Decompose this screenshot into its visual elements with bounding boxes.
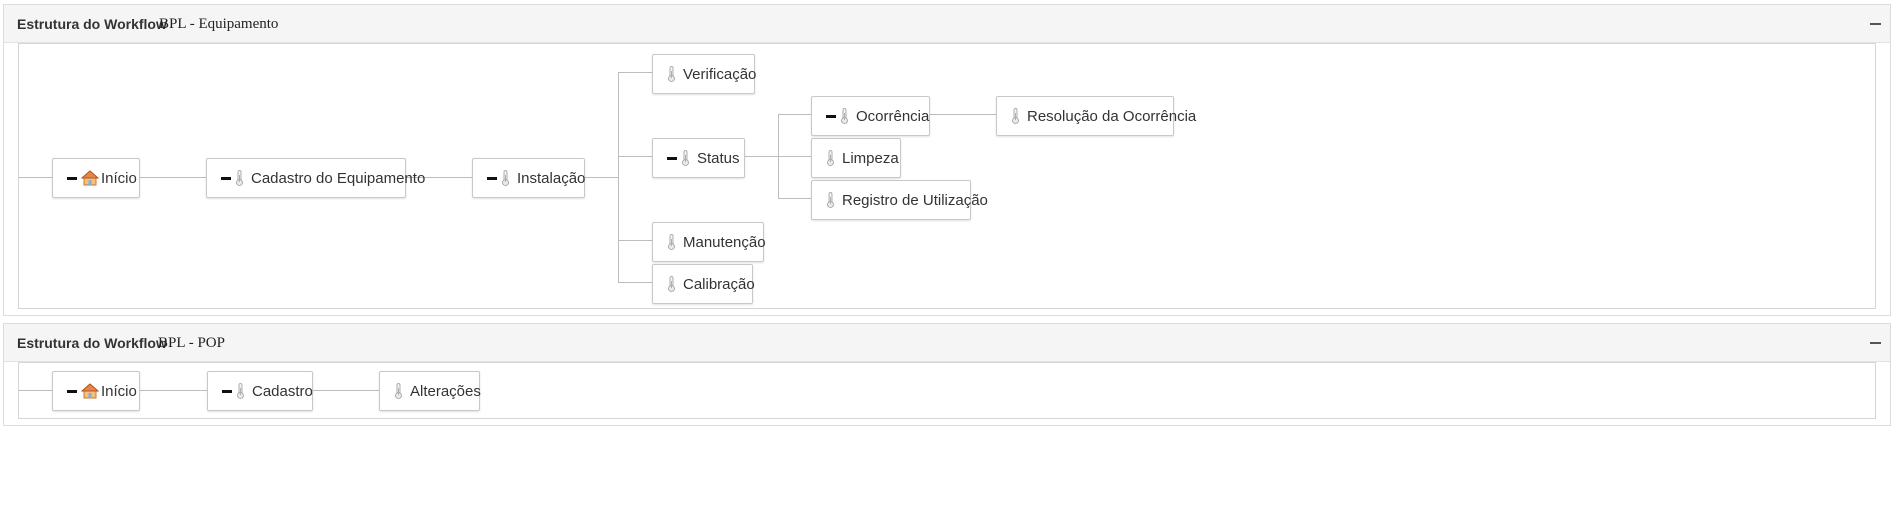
panel-title: Estrutura do Workflow	[17, 335, 167, 351]
collapse-node-icon[interactable]	[221, 176, 231, 180]
node-label: Início	[101, 382, 137, 400]
node-label: Início	[101, 169, 137, 187]
thermometer-icon	[501, 170, 510, 186]
tree-node-registro-utilizacao[interactable]: Registro de Utilização	[811, 180, 988, 220]
minus-icon[interactable]	[1870, 23, 1881, 25]
thermometer-icon	[394, 383, 403, 399]
tree-node-manutencao[interactable]: Manutenção	[652, 222, 766, 262]
node-label: Cadastro do Equipamento	[251, 169, 426, 187]
tree-node-resolucao-ocorrencia[interactable]: Resolução da Ocorrência	[996, 96, 1196, 136]
workflow-panel-pop: Estrutura do Workflow BPL - POP Início C…	[3, 323, 1891, 426]
thermometer-icon	[667, 66, 676, 82]
node-label: Calibração	[683, 275, 755, 293]
thermometer-icon	[826, 192, 835, 208]
node-label: Status	[697, 149, 740, 167]
panel-subtitle: BPL - POP	[158, 335, 225, 351]
node-label: Resolução da Ocorrência	[1027, 107, 1197, 125]
collapse-node-icon[interactable]	[222, 389, 232, 393]
tree-node-verificacao[interactable]: Verificação	[652, 54, 757, 94]
home-icon	[81, 170, 99, 186]
node-label: Alterações	[410, 382, 481, 400]
tree-node-cadastro[interactable]: Cadastro	[207, 371, 313, 411]
collapse-node-icon[interactable]	[487, 176, 497, 180]
thermometer-icon	[826, 150, 835, 166]
panel-header: Estrutura do Workflow BPL - POP	[4, 324, 1890, 362]
home-icon	[81, 383, 99, 399]
tree-node-status[interactable]: Status	[652, 138, 745, 178]
thermometer-icon	[667, 234, 676, 250]
tree-node-inicio[interactable]: Início	[52, 158, 140, 198]
thermometer-icon	[236, 383, 245, 399]
collapse-node-icon[interactable]	[667, 156, 677, 160]
node-label: Instalação	[517, 169, 586, 187]
thermometer-icon	[235, 170, 244, 186]
node-label: Ocorrência	[856, 107, 930, 125]
tree-node-instalacao[interactable]: Instalação	[472, 158, 585, 198]
node-label: Manutenção	[683, 233, 766, 251]
tree-node-limpeza[interactable]: Limpeza	[811, 138, 901, 178]
tree-node-calibracao[interactable]: Calibração	[652, 264, 755, 304]
node-label: Cadastro	[252, 382, 313, 400]
panel-header: Estrutura do Workflow BPL - Equipamento	[4, 5, 1890, 43]
collapse-node-icon[interactable]	[67, 389, 77, 393]
thermometer-icon	[1011, 108, 1020, 124]
panel-subtitle: BPL - Equipamento	[159, 16, 279, 32]
thermometer-icon	[840, 108, 849, 124]
node-label: Verificação	[683, 65, 757, 83]
tree-node-inicio[interactable]: Início	[52, 371, 140, 411]
node-label: Limpeza	[842, 149, 899, 167]
panel-title: Estrutura do Workflow	[17, 16, 167, 32]
collapse-node-icon[interactable]	[67, 176, 77, 180]
node-label: Registro de Utilização	[842, 191, 988, 209]
workflow-tree: Início Cadastro Alterações	[18, 362, 1876, 419]
workflow-panel-equipamento: Estrutura do Workflow BPL - Equipamento …	[3, 4, 1891, 316]
tree-node-cadastro-equipamento[interactable]: Cadastro do Equipamento	[206, 158, 425, 198]
collapse-node-icon[interactable]	[826, 114, 836, 118]
minus-icon[interactable]	[1870, 342, 1881, 344]
thermometer-icon	[667, 276, 676, 292]
workflow-tree: Início Cadastro do Equipamento Instalaçã…	[18, 43, 1876, 309]
thermometer-icon	[681, 150, 690, 166]
tree-node-ocorrencia[interactable]: Ocorrência	[811, 96, 930, 136]
tree-node-alteracoes[interactable]: Alterações	[379, 371, 481, 411]
